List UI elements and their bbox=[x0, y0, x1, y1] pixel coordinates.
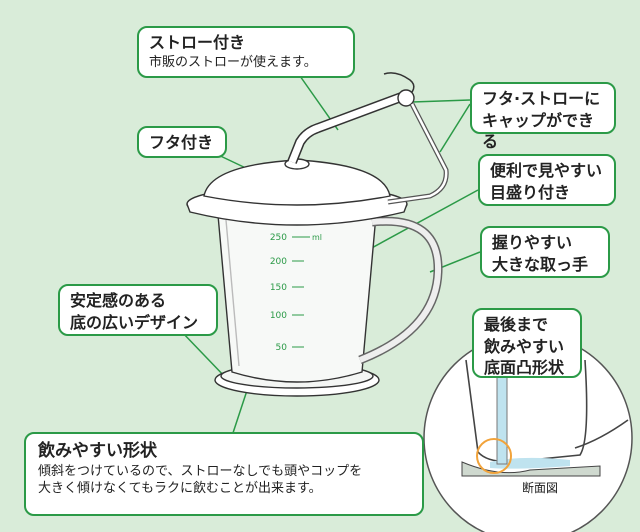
callout-bottom-line1: 最後まで bbox=[484, 315, 549, 334]
callout-lid-title: フタ付き bbox=[149, 133, 214, 152]
callout-base-line1: 安定感のある bbox=[70, 291, 167, 310]
callout-handle-line2: 大きな取っ手 bbox=[492, 254, 589, 274]
callout-scale: 便利で見やすい 目盛り付き bbox=[478, 154, 616, 206]
callout-handle-line1: 握りやすい bbox=[492, 233, 573, 252]
scale-200: 200 bbox=[270, 257, 287, 267]
callout-shape-line1: 傾斜をつけているので、ストローなしでも頭やコップを bbox=[38, 463, 363, 479]
scale-unit: ml bbox=[312, 233, 322, 242]
callout-cap: フタ·ストローに キャップができる bbox=[470, 82, 616, 151]
callout-base-line2: 底の広いデザイン bbox=[70, 312, 199, 332]
callout-base: 安定感のある 底の広いデザイン bbox=[58, 284, 218, 336]
scale-150: 150 bbox=[270, 283, 287, 293]
callout-bottom-line2: 飲みやすい bbox=[484, 336, 565, 356]
scale-250: 250 bbox=[270, 233, 287, 243]
scale-100: 100 bbox=[270, 311, 287, 321]
callout-straw-title: ストロー付き bbox=[149, 33, 246, 52]
callout-handle: 握りやすい 大きな取っ手 bbox=[480, 226, 610, 278]
callout-straw: ストロー付き 市販のストローが使えます。 bbox=[137, 26, 355, 78]
section-caption: 断面図 bbox=[522, 480, 558, 495]
measurement-scale: 250 200 150 100 50 ml bbox=[270, 233, 322, 353]
callout-scale-line1: 便利で見やすい bbox=[490, 161, 603, 180]
callout-scale-line2: 目盛り付き bbox=[490, 182, 571, 202]
callout-lid: フタ付き bbox=[137, 126, 227, 158]
callout-bottom: 最後まで 飲みやすい 底面凸形状 bbox=[472, 308, 582, 378]
callout-shape: 飲みやすい形状 傾斜をつけているので、ストローなしでも頭やコップを 大きく傾けな… bbox=[24, 432, 424, 516]
callout-cap-line2: キャップができる bbox=[482, 110, 595, 152]
callout-straw-desc: 市販のストローが使えます。 bbox=[149, 54, 317, 70]
callout-bottom-line3: 底面凸形状 bbox=[484, 358, 565, 378]
callout-shape-line2: 大きく傾けなくてもラクに飲むことが出来ます。 bbox=[38, 481, 322, 497]
callout-shape-title: 飲みやすい形状 bbox=[38, 441, 157, 461]
scale-50: 50 bbox=[276, 343, 288, 353]
callout-cap-line1: フタ·ストローに bbox=[482, 89, 601, 108]
